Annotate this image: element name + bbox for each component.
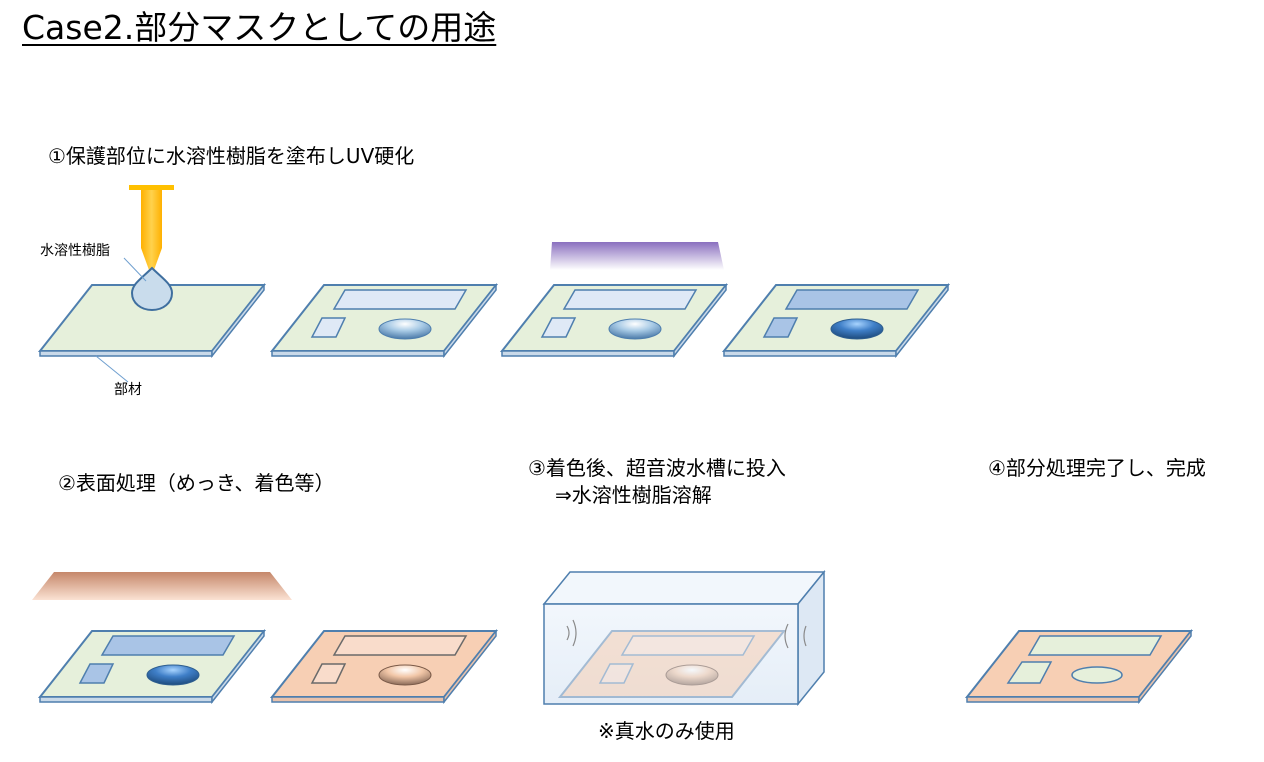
step1-plate-uncured [269, 282, 499, 359]
step2-plate-before-coating [37, 628, 267, 705]
member-callout-label: 部材 [114, 382, 142, 398]
nozzle-cap [129, 185, 174, 190]
ultrasonic-wave-icon [566, 619, 807, 649]
step2-label: ②表面処理（めっき、着色等） [58, 471, 335, 495]
step1-label: ①保護部位に水溶性樹脂を塗布しUV硬化 [48, 144, 415, 168]
step1-plate-cured [721, 282, 951, 359]
page-title: Case2.部分マスクとしての用途 [22, 8, 497, 47]
tank-note-label: ※真水のみ使用 [598, 719, 735, 743]
nozzle-icon [141, 190, 162, 270]
step4-label: ④部分処理完了し、完成 [988, 456, 1206, 480]
resin-droplet-icon [130, 266, 174, 312]
step2-plate-coated [269, 628, 499, 705]
uv-lamp [550, 242, 724, 270]
ultrasonic-tank [542, 569, 826, 707]
tank-plate [557, 630, 787, 698]
step1-plate-under-uv [499, 282, 729, 359]
step3-label-line2: ⇒水溶性樹脂溶解 [555, 483, 712, 507]
coating-source [32, 572, 292, 600]
resin-callout-label: 水溶性樹脂 [40, 243, 110, 259]
step4-plate-finished [964, 628, 1194, 705]
step3-label-line1: ③着色後、超音波水槽に投入 [528, 456, 786, 480]
step1-plate-with-nozzle [37, 185, 267, 383]
